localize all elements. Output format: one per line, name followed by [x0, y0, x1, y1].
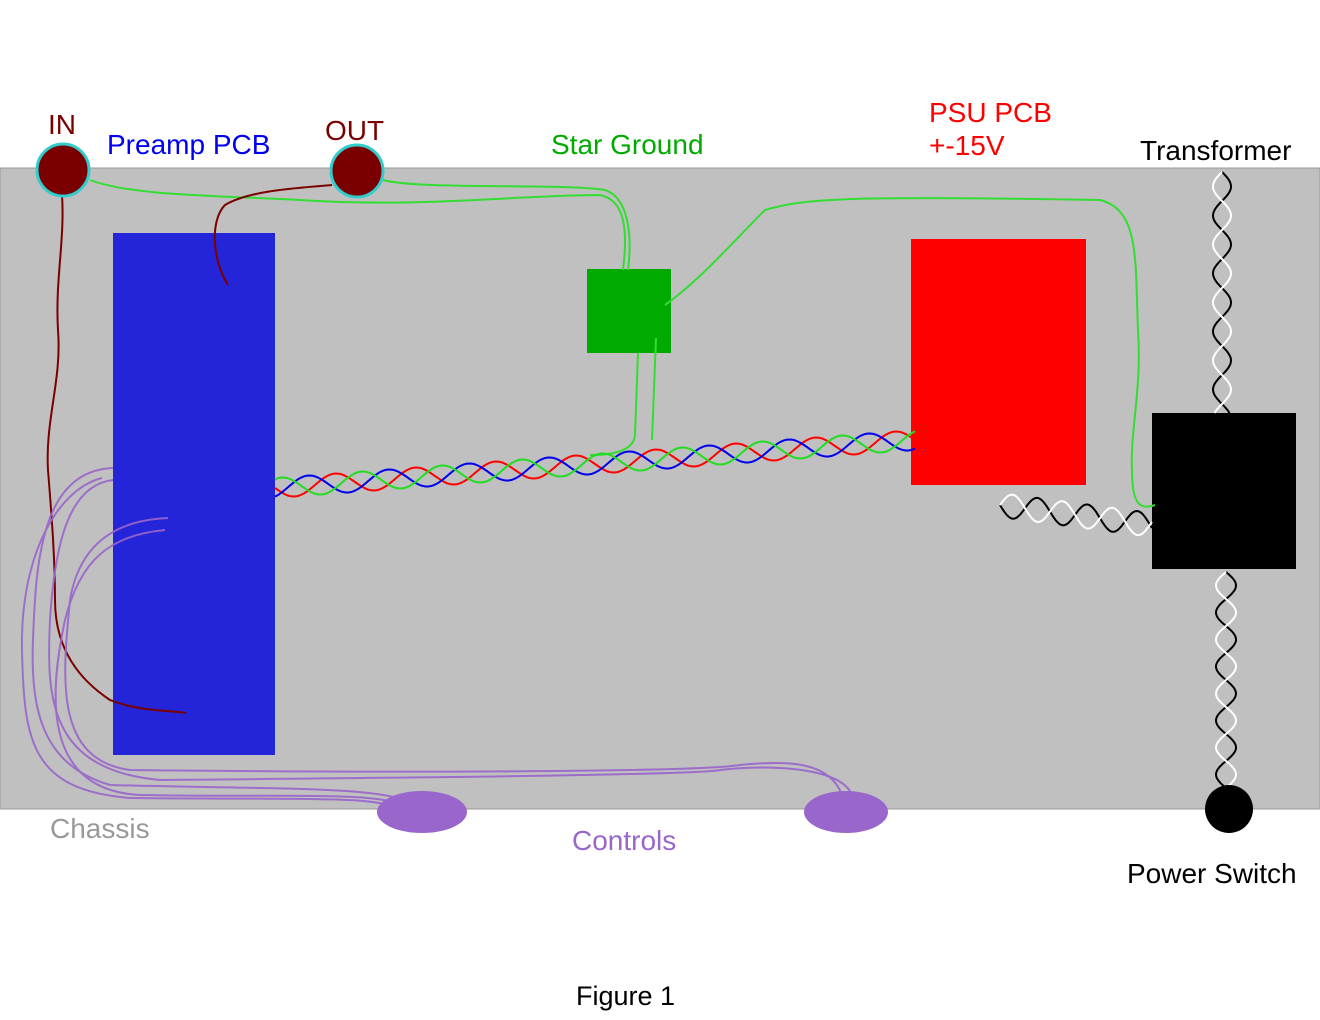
signal-wire-out	[213, 184, 333, 286]
ground-wire-in	[89, 179, 626, 271]
control-wire-5	[20, 477, 401, 811]
chassis-label: Chassis	[50, 813, 150, 844]
psu-feed-white	[999, 493, 1153, 537]
control-wire-4	[54, 529, 411, 811]
power-wire-red	[274, 430, 916, 498]
ground-wires	[89, 179, 1156, 508]
control-wire-1	[31, 467, 421, 811]
output-jack[interactable]	[329, 143, 385, 199]
mains-wire-top-black	[1211, 171, 1233, 414]
input-jack[interactable]	[35, 142, 91, 198]
transformer-block	[1152, 413, 1296, 569]
power-supply-wires	[274, 430, 916, 498]
input-label: IN	[48, 109, 76, 140]
control-knob-2[interactable]	[804, 791, 888, 833]
star-ground-block	[587, 269, 671, 353]
psu-pcb	[911, 239, 1086, 485]
control-wires	[20, 467, 853, 811]
preamp-pcb	[113, 233, 275, 755]
output-label: OUT	[325, 115, 385, 146]
control-knob-1[interactable]	[377, 791, 467, 833]
ground-wire-out	[382, 179, 631, 271]
power-switch[interactable]	[1205, 785, 1253, 833]
preamp-label: Preamp PCB	[107, 129, 271, 160]
ground-wire-psu	[664, 197, 1156, 508]
control-wire-2	[48, 479, 853, 796]
controls-label: Controls	[572, 825, 677, 856]
star-ground-label: Star Ground	[551, 129, 704, 160]
transformer-label: Transformer	[1140, 135, 1292, 166]
ground-wire-star-drop-2	[651, 337, 657, 441]
mains-wires	[999, 171, 1238, 791]
figure-caption: Figure 1	[576, 981, 676, 1011]
signal-wires	[46, 184, 333, 714]
psu-label: PSU PCB	[929, 97, 1052, 128]
switch-wire-white	[1214, 571, 1238, 791]
power-switch-label: Power Switch	[1127, 858, 1297, 889]
control-wire-3	[64, 517, 843, 796]
signal-wire-in	[46, 194, 187, 714]
switch-wire-black	[1214, 571, 1238, 791]
psu-voltage-label: +-15V	[929, 130, 1005, 161]
power-wire-green	[274, 430, 916, 496]
mains-wire-top-white	[1211, 171, 1233, 414]
power-wire-blue	[274, 432, 916, 498]
